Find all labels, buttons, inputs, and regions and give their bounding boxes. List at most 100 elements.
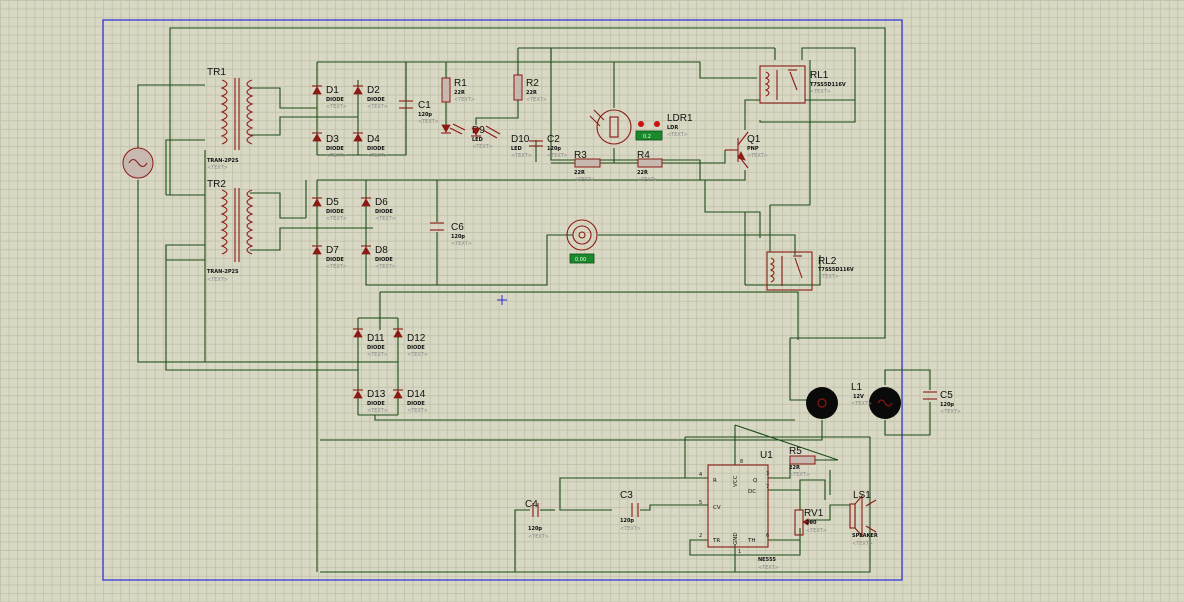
d1-value: DIODE	[326, 97, 344, 103]
speaker-ls1[interactable]: LS1 SPEAKER <TEXT>	[849, 490, 878, 547]
diode-d1[interactable]: D1 DIODE <TEXT>	[312, 85, 347, 110]
origin-marker-icon	[497, 295, 507, 305]
d4-text: <TEXT>	[367, 153, 388, 159]
r5-ref: R5	[789, 446, 802, 457]
transistor-q1[interactable]: Q1 PNP <TEXT>	[725, 131, 768, 169]
ac-source[interactable]	[122, 147, 154, 179]
diode-d12[interactable]: D12 DIODE <TEXT>	[393, 328, 428, 358]
motor-readout: 0.00	[575, 257, 586, 263]
motor[interactable]: 0.00	[566, 219, 598, 264]
c2-text: <TEXT>	[547, 153, 568, 159]
d6-text: <TEXT>	[375, 216, 396, 222]
r4-ref: R4	[637, 150, 650, 161]
diode-d4[interactable]: D4 DIODE <TEXT>	[353, 132, 388, 159]
d1-ref: D1	[326, 85, 339, 96]
rl1-ref: RL1	[810, 70, 829, 81]
d7-ref: D7	[326, 245, 339, 256]
potentiometer-rv1[interactable]: RV1 200 <TEXT>	[794, 508, 827, 536]
wires	[137, 27, 931, 573]
relay-rl1[interactable]: RL1 T7SS5D116V <TEXT>	[759, 65, 846, 104]
c5-value: 120p	[940, 402, 954, 408]
q1-ref: Q1	[747, 134, 761, 145]
capacitor-c5[interactable]: C5 120p <TEXT>	[923, 390, 961, 415]
u1-pin-2: 2	[699, 533, 702, 539]
resistor-r5[interactable]: R5 22R <TEXT>	[789, 446, 816, 478]
r5-value: 22R	[789, 465, 800, 471]
d10-text: <TEXT>	[511, 153, 532, 159]
relay-rl2[interactable]: RL2 T7SS5D116V <TEXT>	[766, 251, 854, 291]
capacitor-c3[interactable]: C3 120p <TEXT>	[620, 490, 641, 532]
resistor-r1[interactable]: R1 22R <TEXT>	[441, 77, 475, 103]
resistor-r3[interactable]: R3 22R <TEXT>	[574, 150, 601, 183]
d8-ref: D8	[375, 245, 388, 256]
diode-d11[interactable]: D11 DIODE <TEXT>	[353, 328, 388, 358]
d2-text: <TEXT>	[367, 104, 388, 110]
d13-value: DIODE	[367, 401, 385, 407]
q1-text: <TEXT>	[747, 153, 768, 159]
c6-value: 120p	[451, 234, 465, 240]
c6-text: <TEXT>	[451, 241, 472, 247]
c3-ref: C3	[620, 490, 633, 501]
timer-u1[interactable]: U1 R Q DC CV TR TH VCC GND 4 8 3 7 5 2 6…	[699, 450, 779, 571]
r3-text: <TEXT>	[574, 177, 595, 183]
u1-pin-3: 3	[766, 471, 769, 477]
d9-value: LED	[472, 137, 483, 143]
r3-value: 22R	[574, 170, 585, 176]
lamp-l1[interactable]: L1 12V <TEXT>	[806, 382, 901, 419]
c4-value: 120p	[528, 526, 542, 532]
tr1-value: TRAN-2P2S	[207, 158, 239, 164]
transformer-tr2[interactable]: TR2 TRAN-2P2S <TEXT>	[207, 179, 254, 283]
d9-text: <TEXT>	[472, 144, 493, 150]
u1-pin-vcc: VCC	[733, 475, 739, 487]
d6-value: DIODE	[375, 209, 393, 215]
rl1-value: T7SS5D116V	[810, 82, 846, 88]
diode-d5[interactable]: D5 DIODE <TEXT>	[312, 197, 347, 222]
diode-d3[interactable]: D3 DIODE <TEXT>	[312, 132, 347, 159]
capacitor-c4[interactable]: C4 120p <TEXT>	[525, 499, 549, 540]
u1-text: <TEXT>	[758, 565, 779, 571]
d3-value: DIODE	[326, 146, 344, 152]
d13-ref: D13	[367, 389, 386, 400]
resistor-r4[interactable]: R4 22R <TEXT>	[637, 150, 663, 183]
capacitor-c2[interactable]: C2 120p <TEXT>	[529, 134, 568, 159]
diode-d13[interactable]: D13 DIODE <TEXT>	[353, 389, 388, 414]
r4-text: <TEXT>	[637, 177, 658, 183]
resistor-r2[interactable]: R2 22R <TEXT>	[513, 74, 547, 103]
c3-text: <TEXT>	[620, 526, 641, 532]
d14-ref: D14	[407, 389, 426, 400]
r1-value: 22R	[454, 90, 465, 96]
d3-ref: D3	[326, 134, 339, 145]
d2-ref: D2	[367, 85, 380, 96]
led-d9[interactable]: D9 LED <TEXT>	[441, 123, 493, 150]
ldr-ldr1[interactable]: 0.2 LDR1 LDR <TEXT>	[589, 109, 693, 145]
ldr-ref: LDR1	[667, 113, 693, 124]
tr2-ref: TR2	[207, 179, 226, 190]
d4-ref: D4	[367, 134, 380, 145]
rl1-text: <TEXT>	[810, 89, 831, 95]
c3-value: 120p	[620, 518, 634, 524]
u1-pin-4: 4	[699, 472, 702, 478]
led-d10[interactable]: D10 LED <TEXT>	[471, 125, 532, 159]
r5-text: <TEXT>	[789, 472, 810, 478]
diode-d6[interactable]: D6 DIODE <TEXT>	[361, 197, 396, 222]
tr2-text: <TEXT>	[207, 277, 228, 283]
rv1-value: 200	[806, 520, 817, 526]
u1-pin-5: 5	[699, 500, 702, 506]
d11-value: DIODE	[367, 345, 385, 351]
transformer-tr1[interactable]: TR1 TRAN-2P2S <TEXT>	[207, 67, 254, 171]
r2-ref: R2	[526, 78, 539, 89]
diode-d8[interactable]: D8 DIODE <TEXT>	[361, 245, 396, 270]
ls1-value: SPEAKER	[852, 533, 878, 539]
capacitor-c1[interactable]: C1 120p <TEXT>	[399, 100, 439, 125]
c1-text: <TEXT>	[418, 119, 439, 125]
diode-d14[interactable]: D14 DIODE <TEXT>	[393, 389, 428, 414]
r1-text: <TEXT>	[454, 97, 475, 103]
capacitor-c6[interactable]: C6 120p <TEXT>	[430, 222, 472, 247]
rl2-text: <TEXT>	[818, 274, 839, 280]
diode-d2[interactable]: D2 DIODE <TEXT>	[353, 85, 388, 110]
diode-d7[interactable]: D7 DIODE <TEXT>	[312, 245, 347, 270]
d4-value: DIODE	[367, 146, 385, 152]
u1-value: NE555	[758, 557, 777, 563]
d5-value: DIODE	[326, 209, 344, 215]
